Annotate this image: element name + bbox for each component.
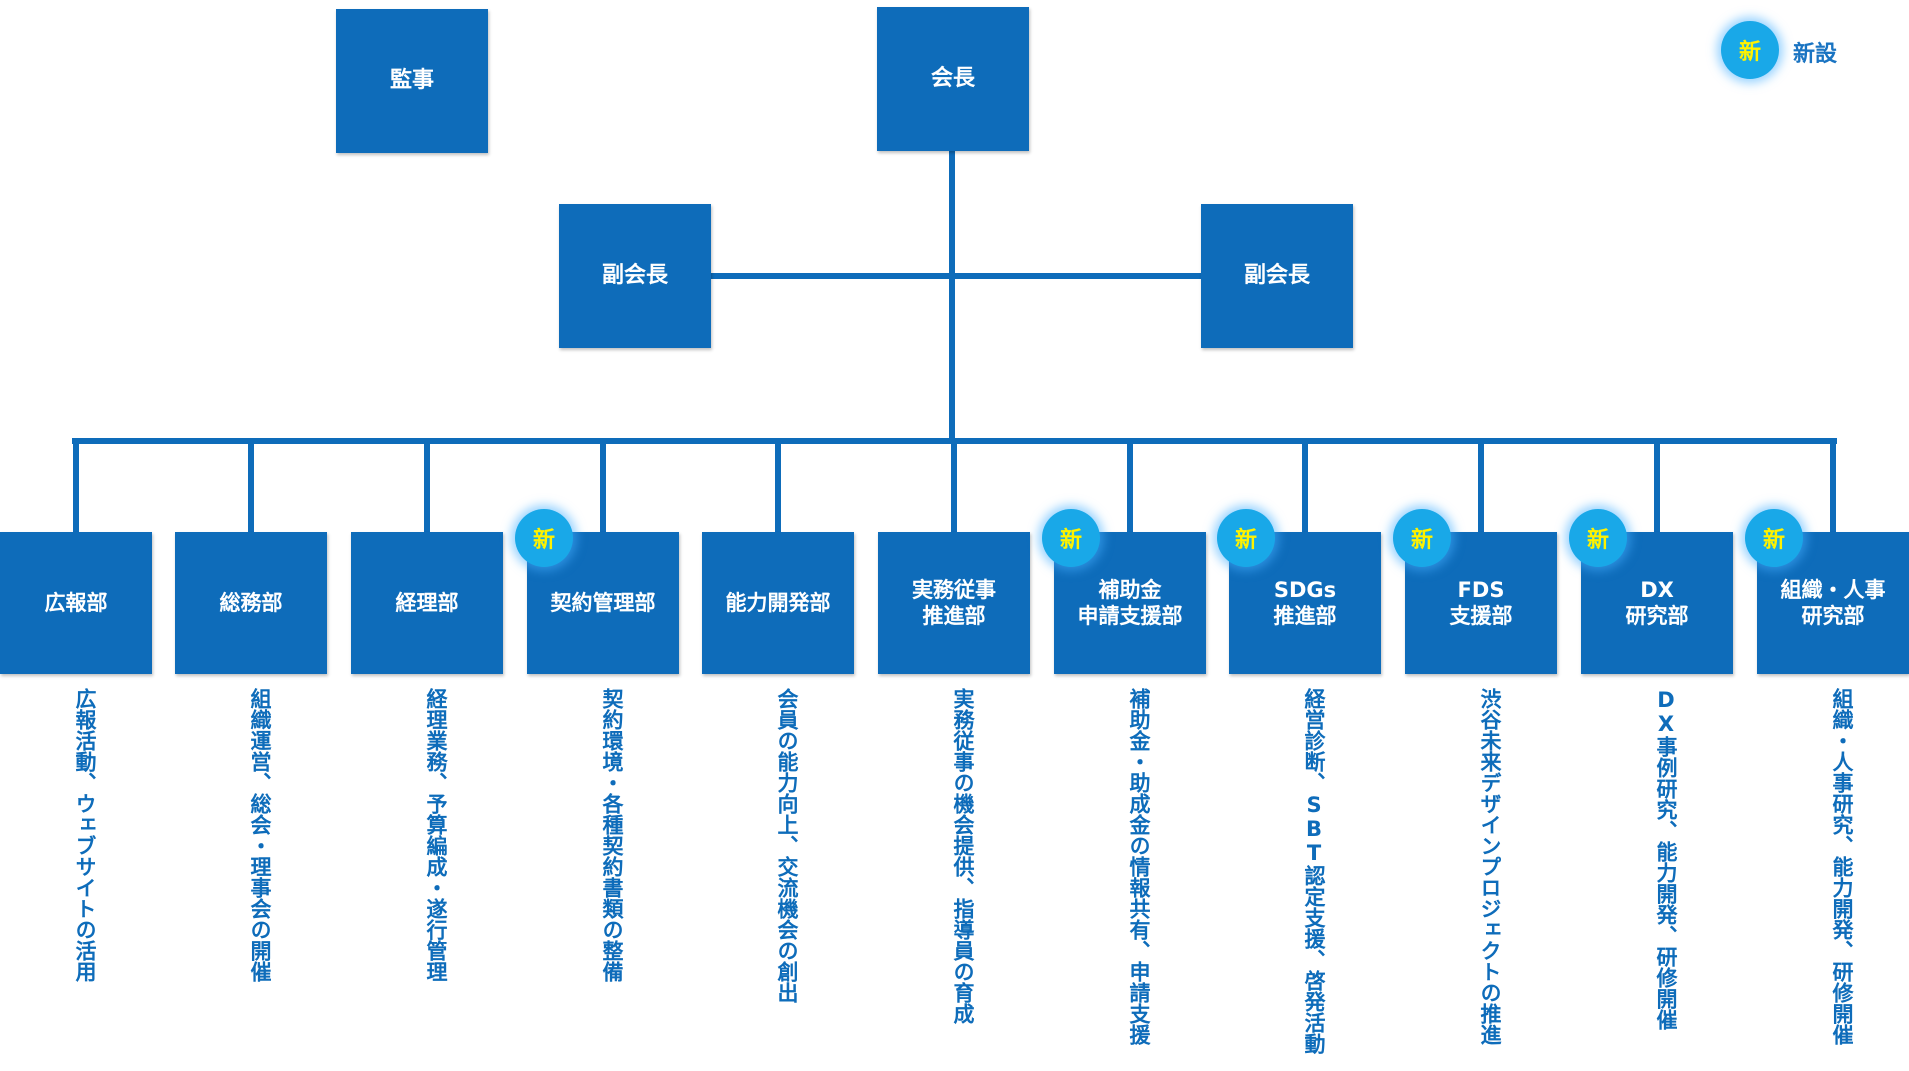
department-description: 広報活動、ウェブサイトの活用 [73, 688, 97, 982]
legend-new-badge: 新 [1721, 21, 1779, 79]
department-box: 組織・人事 研究部 [1757, 532, 1909, 674]
department-drop-line [424, 441, 430, 535]
department-box: SDGs 推進部 [1229, 532, 1381, 674]
department-box: 広報部 [0, 532, 152, 674]
department-box: 総務部 [175, 532, 327, 674]
chairman-box: 会長 [877, 7, 1029, 151]
new-badge: 新 [1569, 509, 1627, 567]
chairman-trunk-line [949, 150, 955, 444]
department-description: 実務従事の機会提供、指導員の育成 [951, 688, 975, 1024]
department-drop-line [248, 441, 254, 535]
department-drop-line [600, 441, 606, 535]
department-box: 経理部 [351, 532, 503, 674]
department-description: 契約環境・各種契約書類の整備 [600, 688, 624, 982]
department-drop-line [1302, 441, 1308, 535]
new-badge: 新 [1217, 509, 1275, 567]
vice-chairman-left-box: 副会長 [559, 204, 711, 348]
department-drop-line [1654, 441, 1660, 535]
department-drop-line [1127, 441, 1133, 535]
department-description: 経営診断、SBT認定支援、啓発活動 [1302, 688, 1326, 1054]
department-box: 補助金 申請支援部 [1054, 532, 1206, 674]
department-description: DX事例研究、能力開発、研修開催 [1654, 688, 1678, 1030]
department-description: 組織運営、総会・理事会の開催 [248, 688, 272, 982]
new-badge: 新 [1393, 509, 1451, 567]
legend-new-label: 新設 [1793, 42, 1838, 67]
department-description: 補助金・助成金の情報共有、申請支援 [1127, 688, 1151, 1045]
new-badge: 新 [515, 509, 573, 567]
department-box: 能力開発部 [702, 532, 854, 674]
department-description: 渋谷未来デザインプロジェクトの推進 [1478, 688, 1502, 1045]
vice-chairman-connector-line [710, 273, 1201, 279]
department-description: 組織・人事研究、能力開発、研修開催 [1830, 688, 1854, 1045]
department-drop-line [951, 441, 957, 535]
department-drop-line [1830, 441, 1836, 535]
vice-chairman-right-box: 副会長 [1201, 204, 1353, 348]
department-drop-line [775, 441, 781, 535]
auditor-box: 監事 [336, 9, 488, 153]
department-description: 経理業務、予算編成・遂行管理 [424, 688, 448, 982]
department-drop-line [1478, 441, 1484, 535]
new-badge: 新 [1042, 509, 1100, 567]
new-badge: 新 [1745, 509, 1803, 567]
department-drop-line [73, 441, 79, 535]
department-description: 会員の能力向上、交流機会の創出 [775, 688, 799, 1003]
department-box: 実務従事 推進部 [878, 532, 1030, 674]
